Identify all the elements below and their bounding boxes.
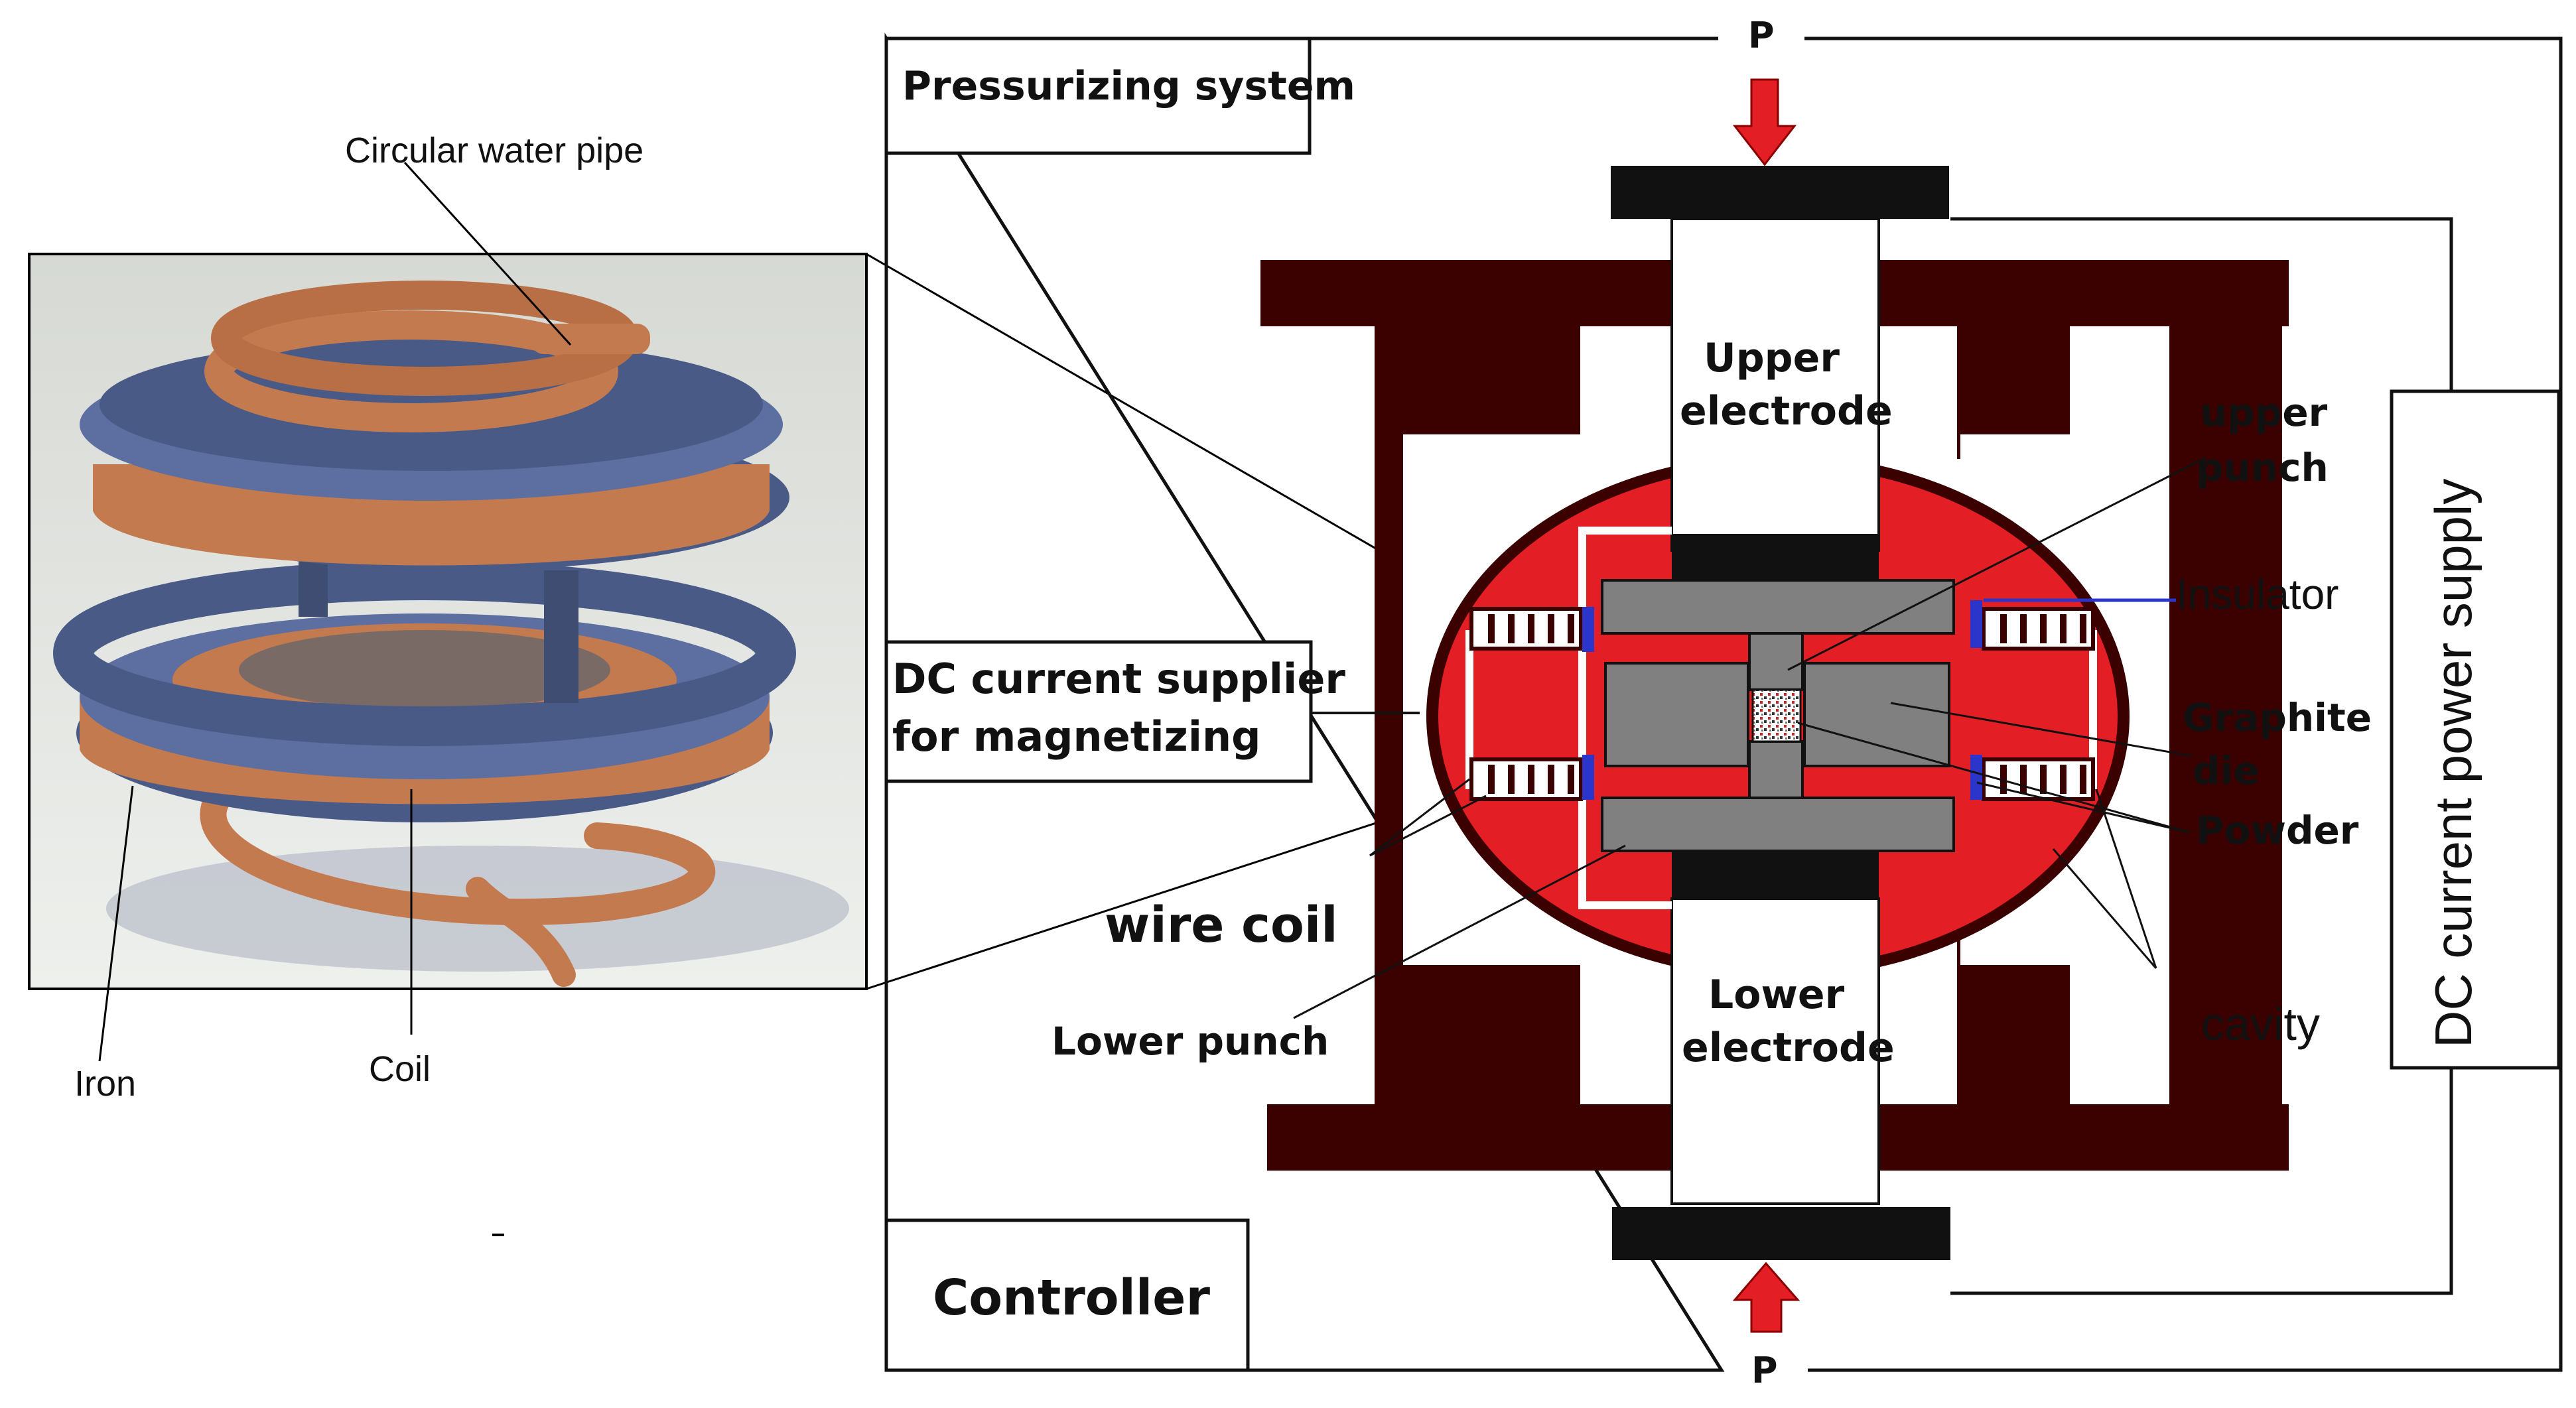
iron-label: Iron [74, 1064, 136, 1104]
dc-magnetizing-label-2: for magnetizing [892, 712, 1261, 761]
device-leader-lines [1293, 456, 2206, 1019]
upper-press-plate [1611, 166, 1949, 219]
pressure-arrow-icon [1732, 1261, 1800, 1333]
circular-water-pipe-label: Circular water pipe [345, 131, 644, 170]
graphite-die-left [1604, 662, 1749, 767]
upper-electrode-label-1: Upper [1704, 335, 1840, 381]
coil-winding-icon [1982, 607, 2095, 651]
photo-leader-lines [98, 161, 1460, 1062]
lower-punch-label: Lower punch [1051, 1019, 1329, 1064]
lower-electrode [1670, 897, 1880, 1205]
upper-electrode [1670, 218, 1880, 552]
pressure-bottom-label: P [1751, 1350, 1778, 1391]
coil-winding-icon [1469, 757, 1583, 801]
dc-magnetizing-box [884, 640, 1313, 783]
upper-electrode-label-2: electrode [1680, 388, 1893, 434]
wire-coil-label: wire coil [1105, 897, 1338, 954]
upper-punch-label-1: upper [2200, 390, 2328, 435]
lower-electrode-tip [1672, 846, 1879, 899]
graphite-die-label-2: die [2193, 748, 2260, 793]
powder-label: Powder [2196, 808, 2359, 853]
upper-punch-label-2: punch [2196, 445, 2329, 490]
graphite-die-right [1803, 662, 1950, 767]
pressurizing-system-box [884, 36, 1312, 155]
power-wires [1950, 217, 2453, 1295]
lower-punch [1748, 740, 1804, 799]
dc-magnetizing-label-1: DC current supplier [892, 655, 1345, 703]
coil-winding-icon [1469, 607, 1583, 651]
lower-electrode-label-2: electrode [1682, 1025, 1895, 1071]
pressure-top-label: P [1748, 15, 1775, 56]
pressurizing-system-label: Pressurizing system [902, 63, 1355, 109]
upper-punch [1748, 632, 1804, 691]
insulator-label: Insulator [2176, 570, 2339, 618]
controller-label: Controller [933, 1269, 1210, 1326]
insulator-bars [1582, 600, 1982, 800]
upper-punch-plate [1601, 579, 1955, 635]
dc-power-supply-box [2390, 389, 2561, 1070]
controller-box [884, 1218, 1250, 1372]
pressure-arrow-icon [1732, 78, 1797, 166]
graphite-die-assembly [1601, 579, 1955, 852]
dc-power-supply-label: DC current power supply [2424, 479, 2482, 1048]
cavity-label: cavity [2201, 998, 2320, 1050]
lower-punch-plate [1601, 797, 1955, 852]
upper-electrode-tip [1672, 534, 1879, 580]
coil-photo [28, 253, 868, 990]
coil-label: Coil [369, 1049, 431, 1089]
graphite-die-label-1: Graphite [2183, 695, 2372, 740]
lower-press-plate [1612, 1207, 1950, 1260]
lower-electrode-label-1: Lower [1708, 972, 1845, 1018]
powder-sample-icon [1751, 688, 1802, 743]
